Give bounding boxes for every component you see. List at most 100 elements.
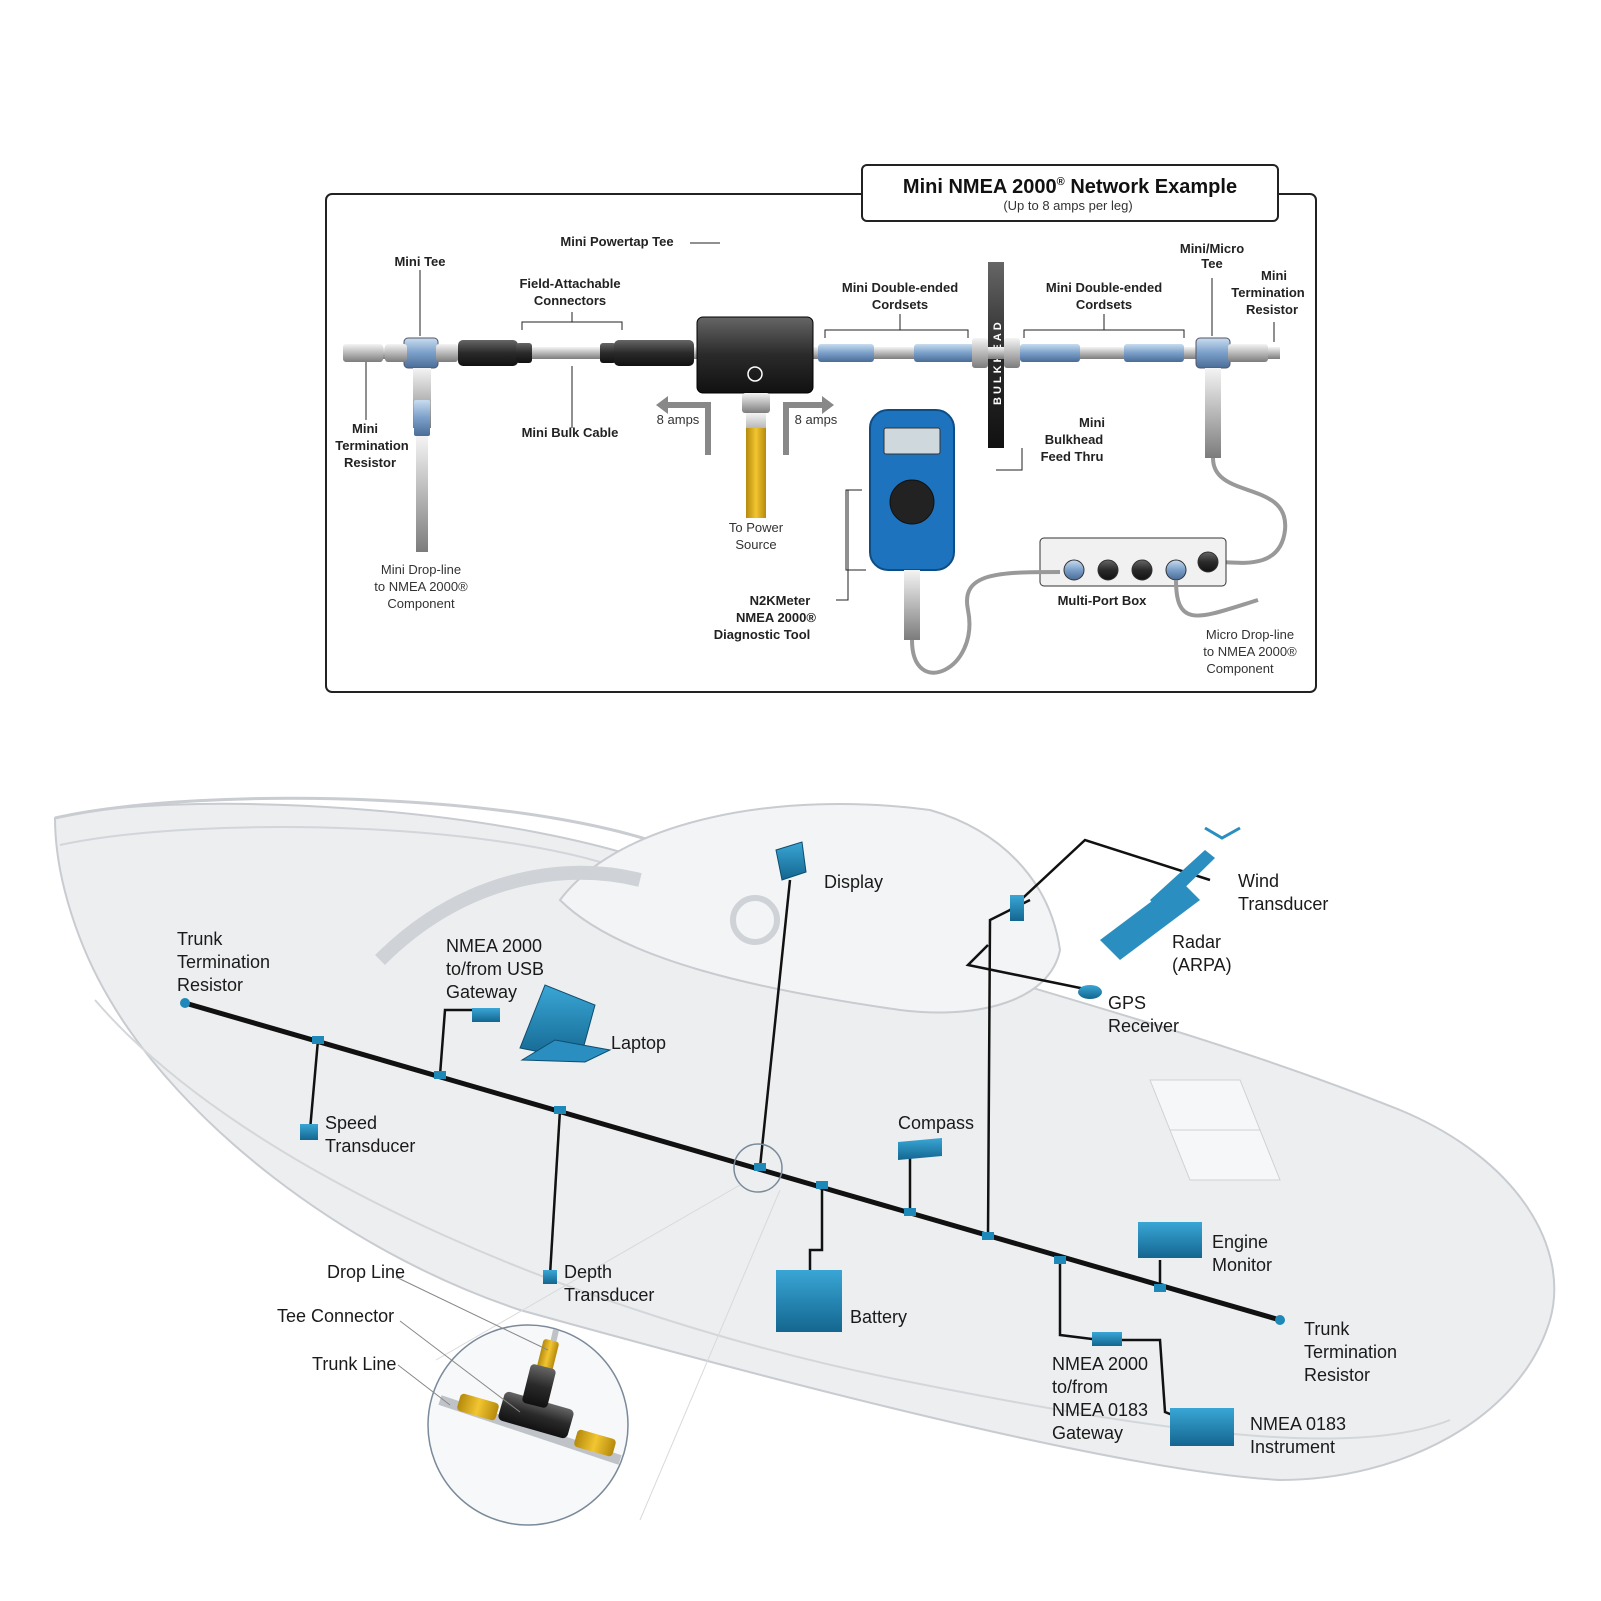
multiport-port-1	[1063, 559, 1085, 581]
label-power-2: Source	[735, 537, 776, 552]
boat-label-depth-2: Transducer	[564, 1285, 654, 1305]
cordset-right-a	[1020, 344, 1080, 362]
panel-title: Mini NMEA 2000® Network Example	[903, 176, 1237, 198]
boat-label-speed-2: Transducer	[325, 1136, 415, 1156]
mast-mount-device	[1010, 895, 1024, 921]
label-term-right-1: Mini	[1261, 268, 1287, 283]
boat-label-trunk-right-2: Termination	[1304, 1342, 1397, 1362]
radar-arpa-device	[1150, 850, 1215, 912]
depth-transducer-device	[543, 1270, 557, 1284]
magnifier-cone	[435, 1184, 781, 1521]
usb-gateway-device	[472, 1008, 500, 1022]
mini-drop-coupling	[414, 400, 430, 436]
boat-label-gw0183-3: NMEA 0183	[1052, 1400, 1148, 1420]
magnifier-small-circle	[733, 1143, 783, 1193]
multiport-port-2	[1097, 559, 1119, 581]
amps-right-arrowhead	[822, 396, 834, 414]
bulkhead-feedthru-left	[972, 338, 988, 368]
field-attachable-connector-left	[458, 340, 518, 366]
bow-railing-lower	[59, 826, 651, 881]
zoom-yellow-connector-left	[457, 1393, 499, 1421]
label-n2k-1: N2KMeter	[750, 593, 811, 608]
label-mini-micro-tee-2: Tee	[1201, 256, 1222, 271]
boat-label-trunk-left-3: Resistor	[177, 975, 243, 995]
powertap-logo-icon	[747, 366, 763, 382]
boat-label-trunk-right-3: Resistor	[1304, 1365, 1370, 1385]
wind-transducer-device	[1204, 826, 1241, 840]
label-double-ended-left-1: Mini Double-ended	[842, 280, 958, 295]
mini-tee	[403, 337, 439, 369]
boat-trunk-line	[184, 1000, 1281, 1323]
label-n2k-3: Diagnostic Tool	[714, 627, 811, 642]
nmea0183-gateway-device	[1092, 1332, 1122, 1346]
label-term-left-1: Mini	[352, 421, 378, 436]
cockpit-step-2	[1169, 1129, 1281, 1181]
display-device	[775, 841, 807, 881]
label-term-left-2: Termination	[335, 438, 408, 453]
boat-label-speed-1: Speed	[325, 1113, 377, 1133]
field-attachable-nut-right	[600, 343, 616, 363]
boat-label-trunk-left-1: Trunk	[177, 929, 223, 949]
label-mini-tee: Mini Tee	[394, 254, 445, 269]
label-amps-left: 8 amps	[657, 412, 700, 427]
label-mini-powertap-tee: Mini Powertap Tee	[560, 234, 673, 249]
boat-label-wind-1: Wind	[1238, 871, 1279, 891]
panel-leader-lines	[365, 242, 1275, 601]
boat-label-gw0183-4: Gateway	[1052, 1423, 1123, 1443]
amps-right-arrow	[783, 402, 822, 455]
cordset-left-b	[914, 344, 974, 362]
compass-device	[898, 1138, 942, 1160]
label-double-ended-right-1: Mini Double-ended	[1046, 280, 1162, 295]
helm-wheel-icon	[730, 895, 780, 945]
boat-label-engine-1: Engine	[1212, 1232, 1268, 1252]
multiport-port-3	[1131, 559, 1153, 581]
boat-label-laptop: Laptop	[611, 1033, 666, 1053]
nmea0183-instrument-device	[1170, 1408, 1234, 1446]
label-micro-drop-3: Component	[1206, 661, 1274, 676]
label-power-1: To Power	[729, 520, 784, 535]
multiport-link-cable	[1209, 457, 1288, 565]
engine-monitor-device	[1138, 1222, 1202, 1258]
field-attachable-nut-left	[516, 343, 532, 363]
label-micro-drop-2: to NMEA 2000®	[1203, 644, 1297, 659]
boat-label-display: Display	[824, 872, 883, 892]
boat-label-trunk-right-1: Trunk	[1304, 1319, 1350, 1339]
zoom-yellow-connector-right	[574, 1429, 616, 1457]
boat-label-gps-2: Receiver	[1108, 1016, 1179, 1036]
trunk-termination-right-icon	[1275, 1315, 1285, 1325]
mini-micro-tee	[1195, 337, 1231, 369]
mini-tee-right-nut	[436, 344, 458, 362]
zoom-tee-connector	[498, 1391, 574, 1439]
micro-drop-line	[1174, 579, 1259, 618]
label-bulkhead-2: Bulkhead	[1045, 432, 1104, 447]
hull-waterline	[94, 999, 1451, 1440]
battery-device	[776, 1270, 842, 1332]
label-bulkhead-3: Feed Thru	[1041, 449, 1104, 464]
boat-label-trunk-left-2: Termination	[177, 952, 270, 972]
boat-cabin	[558, 803, 1062, 1014]
boat-label-usb-3: Gateway	[446, 982, 517, 1002]
label-term-right-2: Termination	[1231, 285, 1304, 300]
bow-railing	[54, 796, 701, 862]
mini-tee-left-nut	[385, 344, 407, 362]
power-cable	[746, 428, 766, 518]
boat-label-drop-line: Drop Line	[327, 1262, 405, 1282]
boat-label-gw0183-2: to/from	[1052, 1377, 1108, 1397]
amps-left-arrow	[668, 402, 711, 455]
left-termination-resistor	[343, 344, 383, 362]
label-bulk-cable: Mini Bulk Cable	[522, 425, 619, 440]
n2kmeter-cable	[910, 570, 1061, 675]
boat-label-inst-2: Instrument	[1250, 1437, 1335, 1457]
boat-label-inst-1: NMEA 0183	[1250, 1414, 1346, 1434]
gps-receiver-device	[1078, 985, 1102, 999]
label-double-ended-right-2: Cordsets	[1076, 297, 1132, 312]
boat-label-gps-1: GPS	[1108, 993, 1146, 1013]
n2kmeter-screen	[883, 427, 941, 455]
laptop-keyboard	[520, 1039, 612, 1063]
boat-callout-lines	[395, 1276, 549, 1413]
amps-left-arrowhead	[656, 396, 668, 414]
bulkhead-vertical-text: BULKHEAD	[992, 319, 1004, 405]
title-box	[861, 164, 1279, 222]
field-attachable-connector-right	[614, 340, 694, 366]
